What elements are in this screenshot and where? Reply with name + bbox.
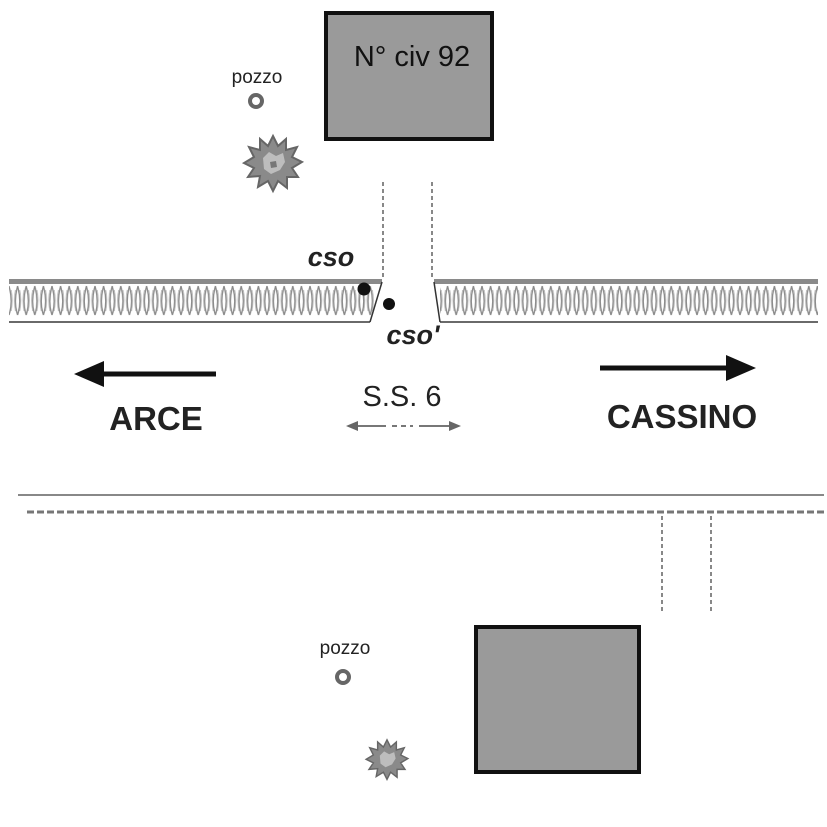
building-civ-92: N° civ 92 xyxy=(324,11,494,141)
direction-left-label: ARCE xyxy=(109,400,203,437)
arrow-left-icon xyxy=(74,361,216,387)
point-cso: cso xyxy=(308,242,371,296)
well-top-label: pozzo xyxy=(232,67,283,88)
well-circle-icon xyxy=(248,93,264,109)
access-lane-bottom xyxy=(661,516,712,612)
point-cso-prime: cso' xyxy=(383,298,441,350)
well-bottom: pozzo xyxy=(320,638,371,685)
building-bottom xyxy=(474,625,641,774)
building-number-label: N° civ 92 xyxy=(354,41,470,73)
wall-left xyxy=(9,279,383,323)
point-cso-prime-label: cso' xyxy=(387,320,442,350)
road-name-label: S.S. 6 xyxy=(363,381,442,413)
direction-right-label: CASSINO xyxy=(607,398,757,435)
well-top: pozzo xyxy=(232,67,283,109)
access-lane-top xyxy=(382,182,433,278)
well-bottom-label: pozzo xyxy=(320,638,371,659)
wall-right xyxy=(433,279,818,323)
point-cso-label: cso xyxy=(308,242,355,272)
arrow-right-icon xyxy=(600,355,756,381)
bush-icon xyxy=(364,738,410,782)
well-circle-icon xyxy=(335,669,351,685)
double-arrow-icon xyxy=(346,421,461,431)
bush-icon xyxy=(241,133,305,194)
